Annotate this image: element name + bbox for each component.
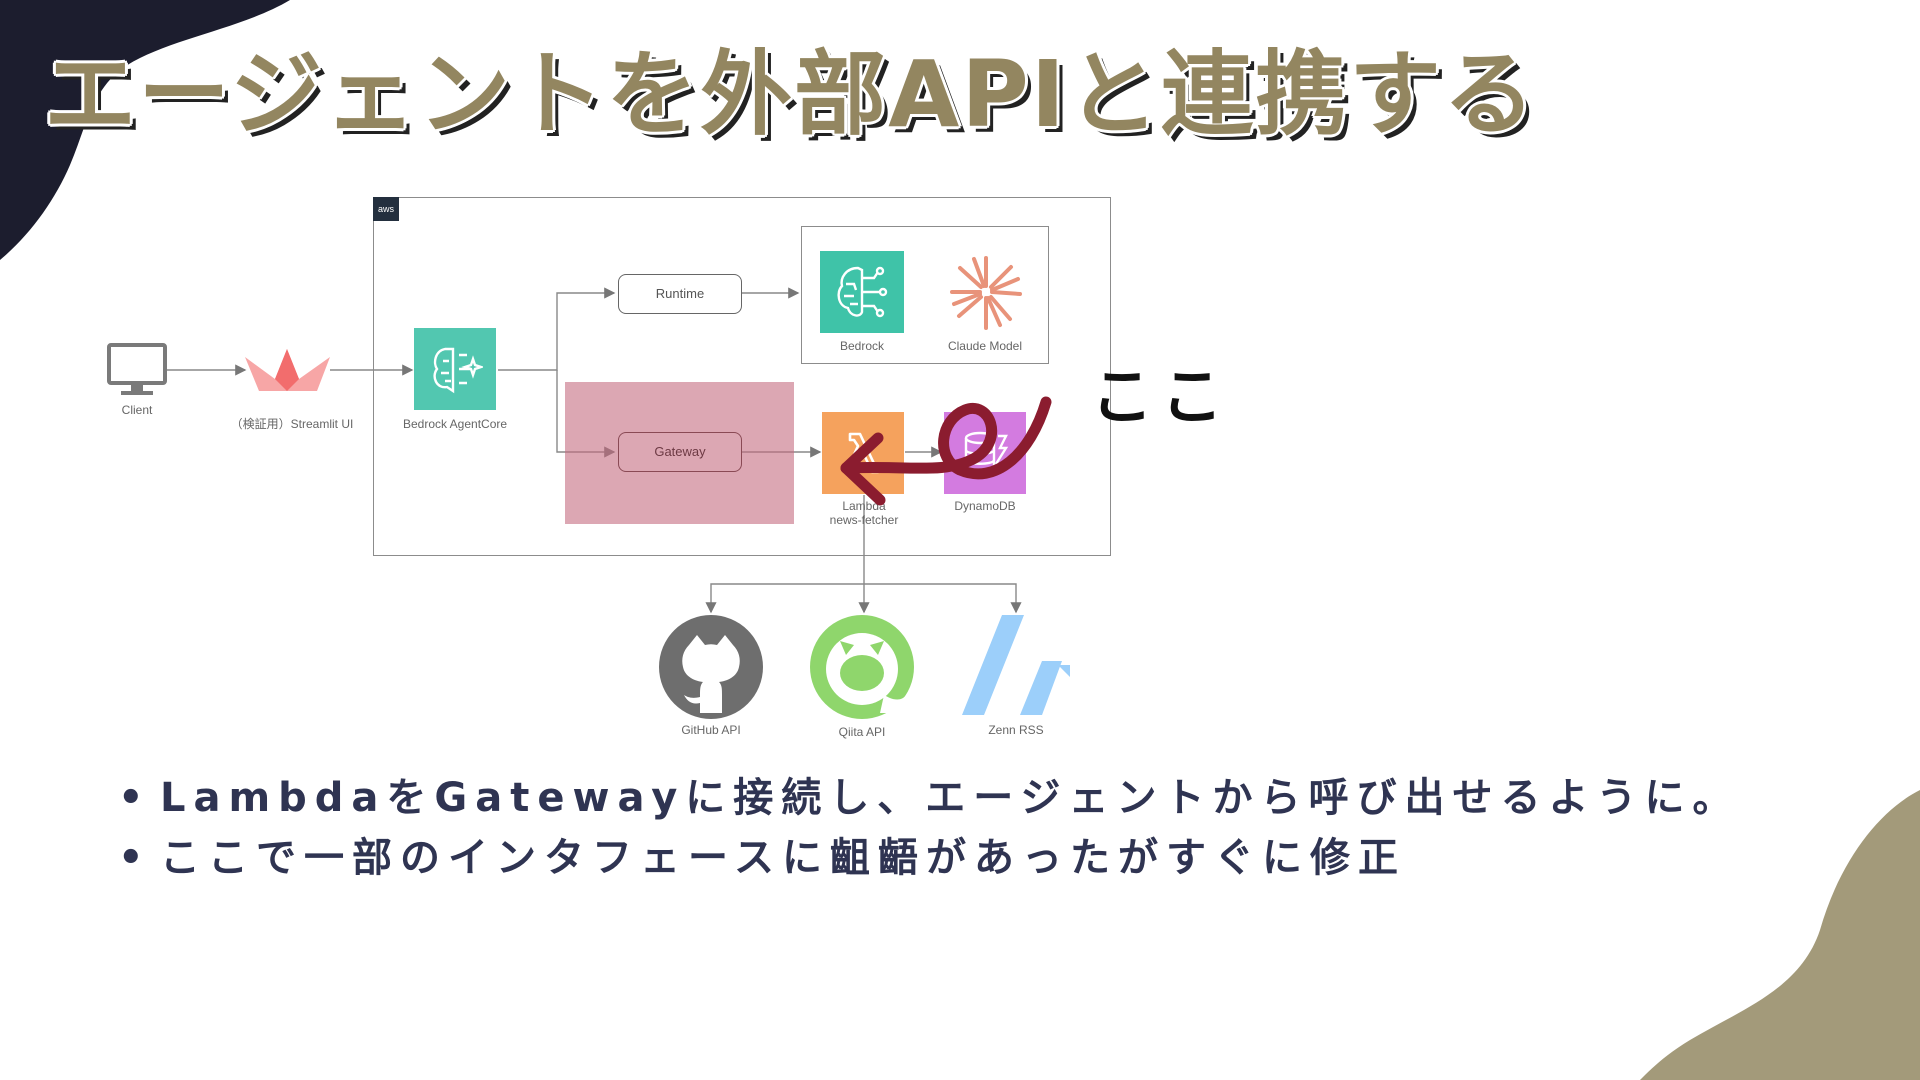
dynamodb-label: DynamoDB [954, 499, 1016, 513]
streamlit-crown-icon [245, 349, 330, 391]
bullet-item: •LambdaをGatewayに接続し、エージェントから呼び出せるように。 [118, 775, 1741, 821]
runtime-node: Runtime [618, 274, 742, 314]
bedrock-brain-icon [837, 266, 888, 318]
top-left-dark-blob [0, 0, 290, 260]
lambda-sublabel: news-fetcher [829, 513, 899, 527]
qiita-icon [810, 615, 914, 719]
gateway-node: Gateway [618, 432, 742, 472]
streamlit-label: （検証用）Streamlit UI [230, 417, 354, 431]
agentcore-icon [433, 347, 483, 394]
agentcore-label: Bedrock AgentCore [402, 417, 508, 431]
edge-lambda-zenn [864, 583, 1022, 614]
agentcore-node [414, 328, 496, 410]
aws-logo-icon: aws [373, 197, 399, 221]
bullet-text: LambdaをGatewayに接続し、エージェントから呼び出せるように。 [160, 775, 1741, 821]
bullet-text: ここで一部のインタフェースに齟齬があったがすぐに修正 [160, 835, 1406, 881]
bedrock-label: Bedrock [839, 339, 885, 353]
slide-title: エージェントを外部APIと連携する [44, 41, 1538, 148]
github-icon [659, 615, 763, 719]
client-label: Client [121, 403, 153, 417]
github-label: GitHub API [681, 723, 741, 737]
callout-text: ここ [1091, 360, 1232, 433]
gateway-highlight [565, 382, 794, 524]
bullet-list: •LambdaをGatewayに接続し、エージェントから呼び出せるように。 •こ… [118, 768, 1740, 888]
edge-agentcore-runtime [498, 287, 616, 371]
zenn-icon [962, 615, 1070, 715]
bottom-right-gold-blob [1640, 790, 1920, 1080]
claude-sunburst-icon [950, 256, 1022, 330]
zenn-label: Zenn RSS [988, 723, 1044, 737]
claude-label: Claude Model [947, 339, 1023, 353]
edge-lambda-github [705, 583, 864, 614]
bullet-item: •ここで一部のインタフェースに齟齬があったがすぐに修正 [118, 835, 1406, 881]
monitor-icon [107, 343, 167, 395]
bedrock-node [820, 251, 904, 333]
aws-cloud-boundary [373, 197, 1111, 556]
qiita-label: Qiita API [838, 725, 886, 739]
